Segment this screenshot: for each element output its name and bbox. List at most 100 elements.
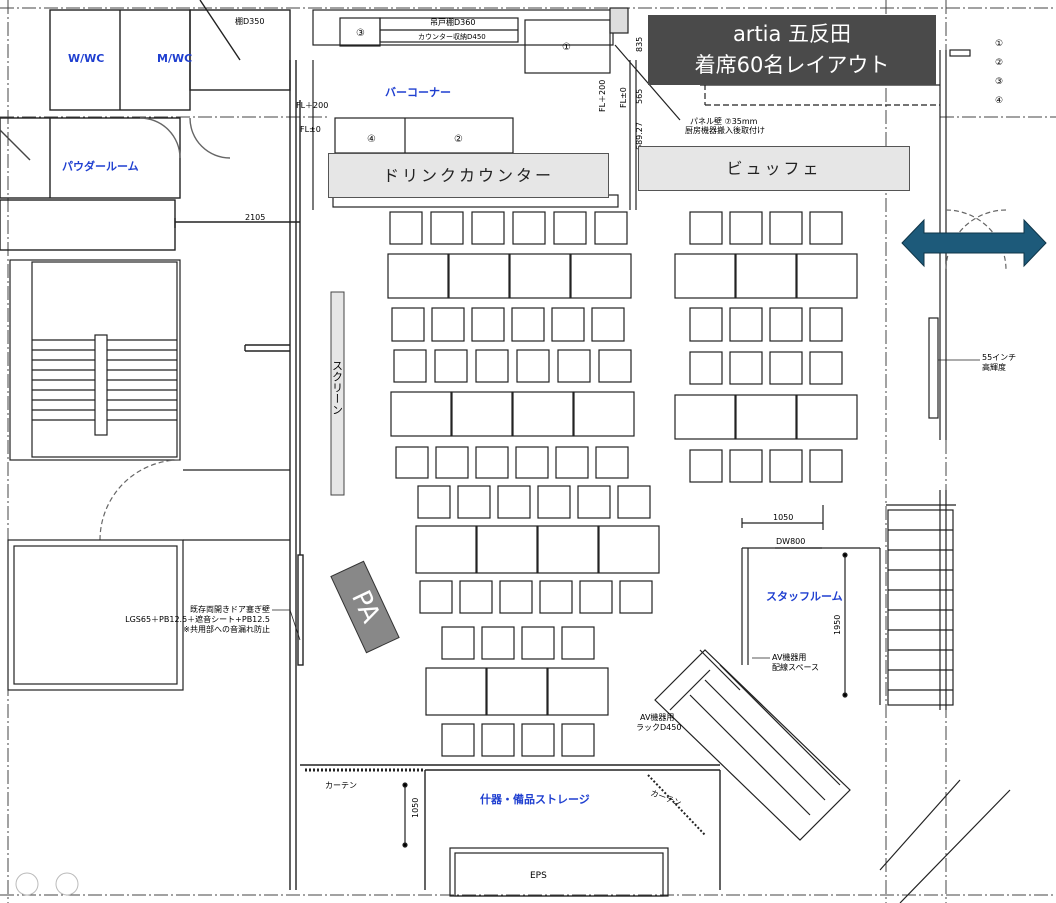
table: [553, 211, 587, 245]
note-display-2: 高輝度: [982, 362, 1006, 372]
note-dim-1050-staff: 1050: [773, 513, 793, 522]
note-door-2: LGS65＋PB12.5＋遮音シート+PB12.5: [125, 614, 270, 624]
table: [441, 723, 475, 757]
table: [417, 485, 451, 519]
table: [476, 525, 538, 574]
table: [689, 351, 723, 385]
note-door-1: 既存両開きドア塞ぎ壁: [190, 604, 270, 614]
table: [594, 211, 628, 245]
table: [475, 349, 509, 383]
table: [689, 449, 723, 483]
staff-room: [647, 505, 881, 841]
table: [577, 485, 611, 519]
screen-label: スクリーン: [331, 360, 344, 415]
note-panel-wall-1: パネル壁 ⑦35mm: [690, 116, 758, 126]
table: [729, 449, 763, 483]
table: [689, 307, 723, 342]
marker-2: ②: [454, 134, 463, 145]
note-curtain-right: カーテン: [649, 788, 682, 807]
note-counter-storage: カウンター収納D450: [418, 32, 486, 41]
table: [595, 446, 629, 479]
table: [509, 253, 571, 299]
table: [769, 307, 803, 342]
note-dim-1950: 1950: [833, 615, 842, 635]
room-label-staff: スタッフルーム: [766, 590, 843, 603]
table: [511, 307, 545, 342]
table: [448, 253, 510, 299]
note-dim-565: 565: [635, 89, 644, 104]
marker-1: ①: [562, 42, 571, 53]
table: [391, 307, 425, 342]
table: [497, 485, 531, 519]
table: [809, 307, 843, 342]
table: [521, 626, 555, 660]
table: [547, 667, 609, 716]
table: [570, 253, 632, 299]
table: [415, 525, 477, 574]
table: [796, 394, 858, 440]
table: [481, 626, 515, 660]
note-av-space-1: AV機器用: [772, 652, 806, 662]
table: [387, 253, 449, 299]
table: [619, 580, 653, 614]
table: [573, 391, 635, 437]
table: [735, 253, 797, 299]
room-label-powder: パウダールーム: [62, 159, 139, 173]
table: [434, 349, 468, 383]
table: [769, 211, 803, 245]
table: [591, 307, 625, 342]
table: [389, 211, 423, 245]
note-av-rack-1: AV機器用: [640, 712, 674, 722]
table: [451, 391, 513, 437]
pa-zone: PA: [330, 560, 400, 654]
table: [441, 626, 475, 660]
table: [512, 211, 546, 245]
table: [521, 723, 555, 757]
note-fl-pm0-left: FL±0: [300, 125, 321, 134]
note-panel-wall-2: 厨房機器搬入後取付け: [685, 125, 765, 135]
table: [539, 580, 573, 614]
table: [435, 446, 469, 479]
staircase-left: [9, 259, 181, 461]
note-door-3: ※共用部への音漏れ防止: [183, 624, 270, 634]
note-dim-1050-storage: 1050: [411, 798, 420, 818]
note-curtain-left: カーテン: [325, 781, 357, 790]
table: [598, 525, 660, 574]
note-fl-plus200-left: FL＋200: [296, 101, 328, 110]
legend-marker: ①: [995, 39, 1003, 49]
table: [486, 667, 548, 716]
table: [390, 391, 452, 437]
table: [471, 211, 505, 245]
table: [515, 446, 549, 479]
note-dim-2105: 2105: [245, 213, 265, 222]
table: [537, 525, 599, 574]
note-shelf: 棚D350: [235, 16, 264, 26]
note-av-space-2: 配線スペース: [772, 662, 819, 672]
note-dim-689: 689.27: [635, 122, 644, 150]
note-dw800: DW800: [776, 537, 805, 546]
table: [674, 253, 736, 299]
table: [459, 580, 493, 614]
table: [809, 449, 843, 483]
legend-marker: ④: [995, 96, 1003, 106]
title-line-2: 着席60名レイアウト: [694, 53, 890, 77]
table: [674, 394, 736, 440]
table: [689, 211, 723, 245]
buffet-zone: ビュッフェ: [638, 146, 910, 191]
main-walls: [244, 60, 721, 890]
note-fl-plus200-right: FL＋200: [598, 80, 607, 112]
note-hanging-shelf: 吊戸棚D360: [430, 17, 475, 27]
table: [475, 446, 509, 479]
legend-marker: ②: [995, 58, 1003, 68]
table: [729, 307, 763, 342]
table: [561, 626, 595, 660]
table: [729, 351, 763, 385]
marker-4: ④: [367, 134, 376, 145]
table: [551, 307, 585, 342]
screen-panel: [330, 291, 345, 496]
drink-counter-zone: ドリンクカウンター: [328, 153, 609, 198]
room-label-wwc: W/WC: [68, 52, 104, 65]
left-rooms: [0, 0, 300, 251]
